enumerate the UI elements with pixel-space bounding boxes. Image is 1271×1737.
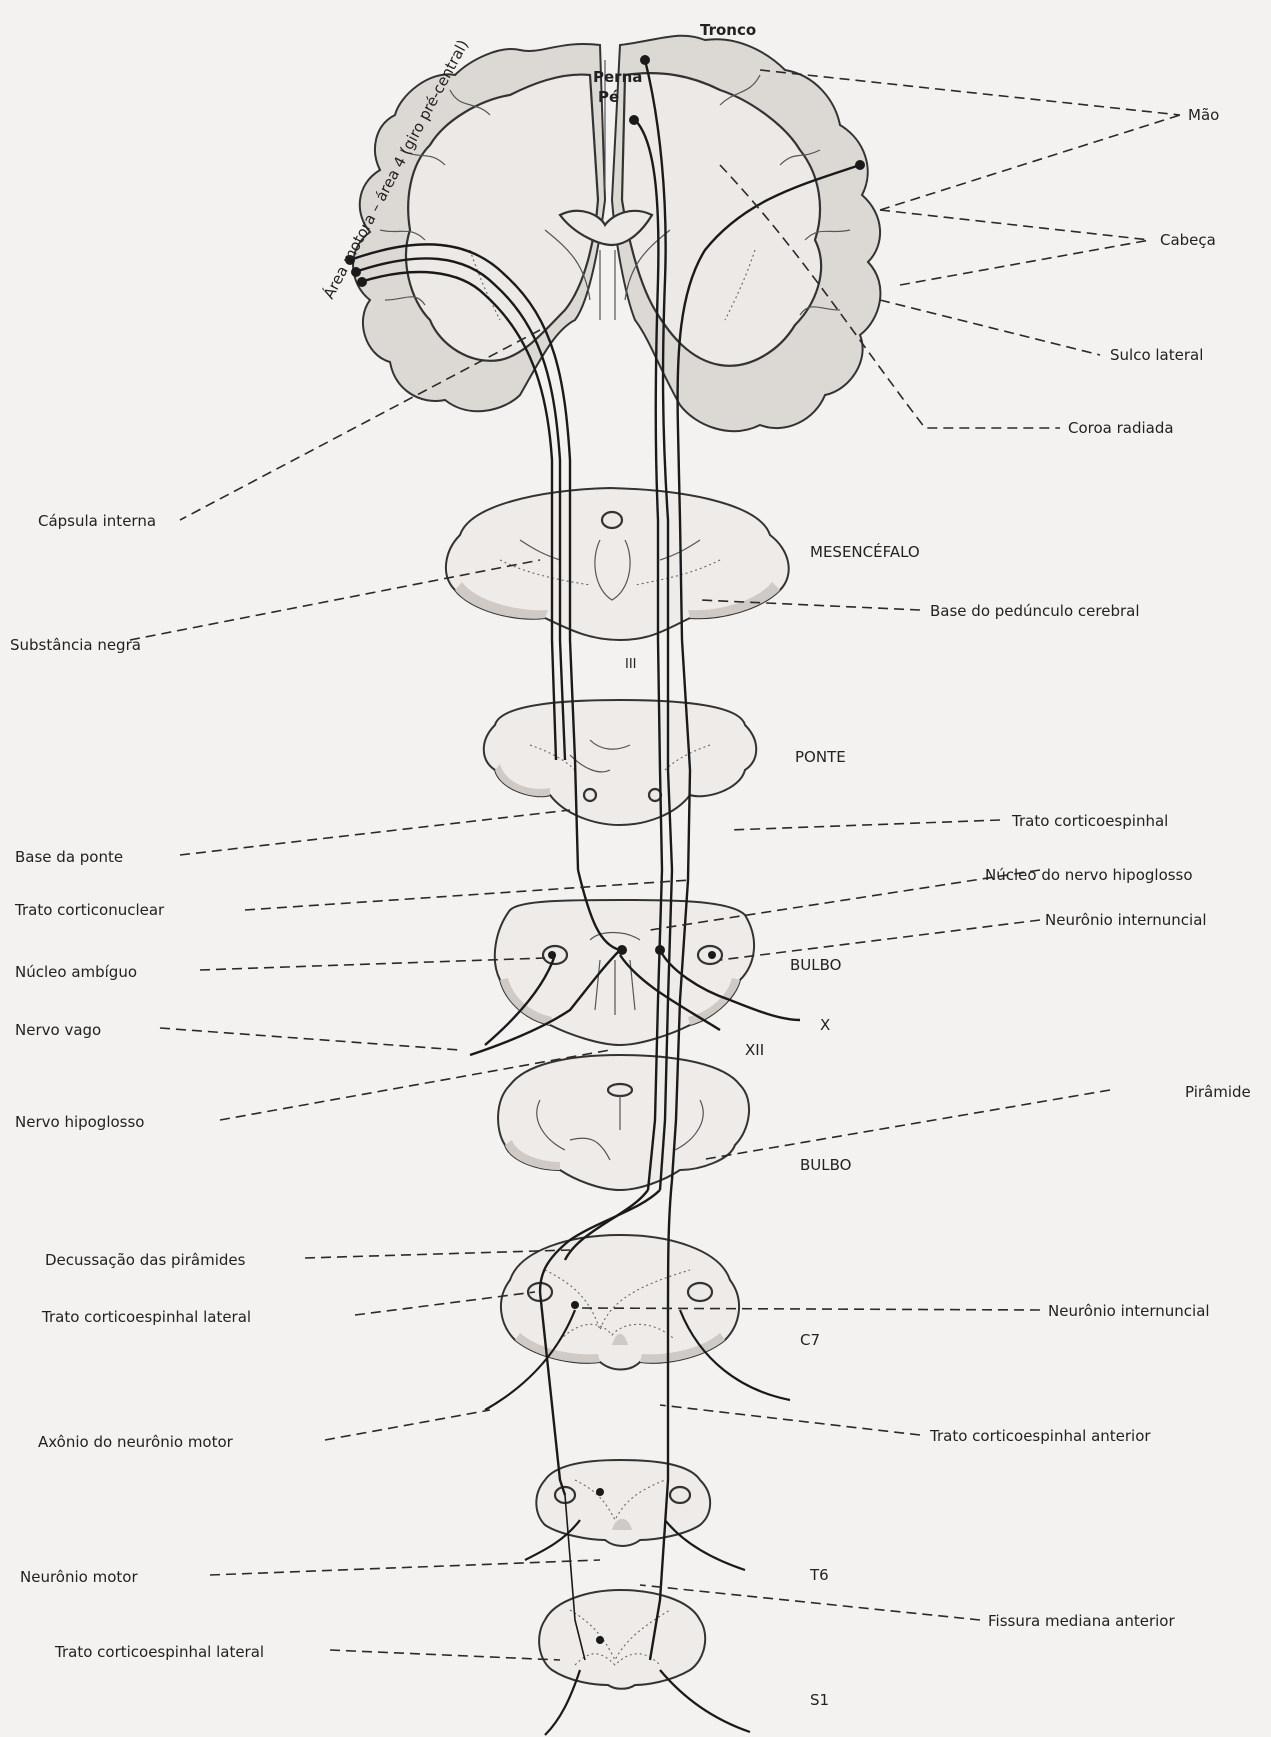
label-base-ponte: Base da ponte bbox=[15, 848, 123, 866]
label-coroa-radiada: Coroa radiada bbox=[1068, 419, 1174, 437]
label-nervo-xii: XII bbox=[745, 1041, 764, 1059]
label-c7: C7 bbox=[800, 1331, 820, 1349]
pons-section bbox=[484, 700, 757, 825]
label-nucleo-hipoglosso: Núcleo do nervo hipoglosso bbox=[985, 866, 1193, 884]
label-trato-ce-lateral-1: Trato corticoespinhal lateral bbox=[41, 1308, 251, 1326]
label-perna: Perna bbox=[593, 68, 642, 86]
spinal-cord-t6-section bbox=[536, 1460, 710, 1546]
label-tronco: Tronco bbox=[700, 21, 756, 39]
label-cabeca: Cabeça bbox=[1160, 231, 1216, 249]
label-ponte: PONTE bbox=[795, 748, 846, 766]
label-piramide: Pirâmide bbox=[1185, 1083, 1251, 1101]
label-mao: Mão bbox=[1188, 106, 1219, 124]
label-trato-ce-lateral-2: Trato corticoespinhal lateral bbox=[54, 1643, 264, 1661]
label-trato-corticonuclear: Trato corticonuclear bbox=[14, 901, 165, 919]
label-nervo-vago: Nervo vago bbox=[15, 1021, 101, 1039]
label-bulbo-1: BULBO bbox=[790, 956, 841, 974]
label-capsula-interna: Cápsula interna bbox=[38, 512, 156, 530]
label-substancia-negra: Substância negra bbox=[10, 636, 141, 654]
label-nervo-iii: III bbox=[625, 657, 637, 672]
midbrain-section bbox=[446, 488, 789, 640]
label-trato-corticoespinhal: Trato corticoespinhal bbox=[1011, 812, 1168, 830]
label-t6: T6 bbox=[809, 1566, 829, 1584]
spinal-cord-s1-section bbox=[539, 1590, 705, 1689]
label-nervo-hipoglosso: Nervo hipoglosso bbox=[15, 1113, 145, 1131]
label-base-pedunculo: Base do pedúnculo cerebral bbox=[930, 602, 1140, 620]
label-axonio-motor: Axônio do neurônio motor bbox=[38, 1433, 234, 1451]
label-bulbo-2: BULBO bbox=[800, 1156, 851, 1174]
label-nucleo-ambiguo: Núcleo ambíguo bbox=[15, 963, 137, 981]
label-neuronio-internuncial-1: Neurônio internuncial bbox=[1045, 911, 1207, 929]
label-decussacao: Decussação das pirâmides bbox=[45, 1251, 246, 1269]
label-neuronio-motor: Neurônio motor bbox=[20, 1568, 138, 1586]
label-trato-ce-anterior: Trato corticoespinhal anterior bbox=[929, 1427, 1151, 1445]
label-neuronio-internuncial-2: Neurônio internuncial bbox=[1048, 1302, 1210, 1320]
label-mesencefalo: MESENCÉFALO bbox=[810, 542, 920, 561]
label-nervo-x: X bbox=[820, 1016, 830, 1034]
label-sulco-lateral: Sulco lateral bbox=[1110, 346, 1203, 364]
label-fissura-mediana: Fissura mediana anterior bbox=[988, 1612, 1175, 1630]
label-s1: S1 bbox=[810, 1691, 829, 1709]
lower-medulla-section bbox=[498, 1055, 749, 1190]
upper-medulla-section bbox=[495, 900, 754, 1045]
label-pe: Pé bbox=[598, 88, 619, 106]
